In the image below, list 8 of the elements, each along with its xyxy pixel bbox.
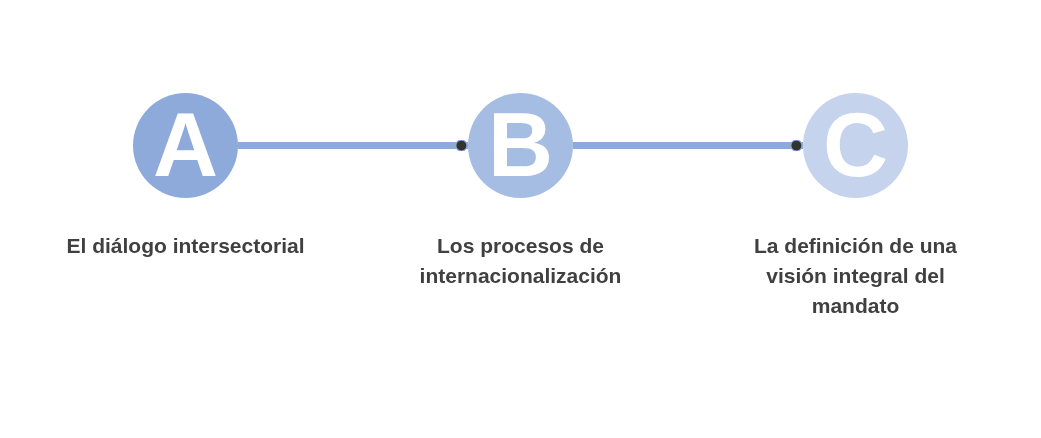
connector	[238, 138, 468, 152]
node-caption: Los procesos de internacionalización	[418, 232, 623, 289]
node-caption: El diálogo intersectorial	[65, 232, 306, 259]
node-circle: A	[133, 92, 238, 198]
connector	[573, 138, 803, 152]
node-circle: C	[803, 92, 908, 198]
node-circle: B	[468, 92, 573, 198]
node-caption: La definición de una visión integral del mandato	[753, 232, 958, 320]
